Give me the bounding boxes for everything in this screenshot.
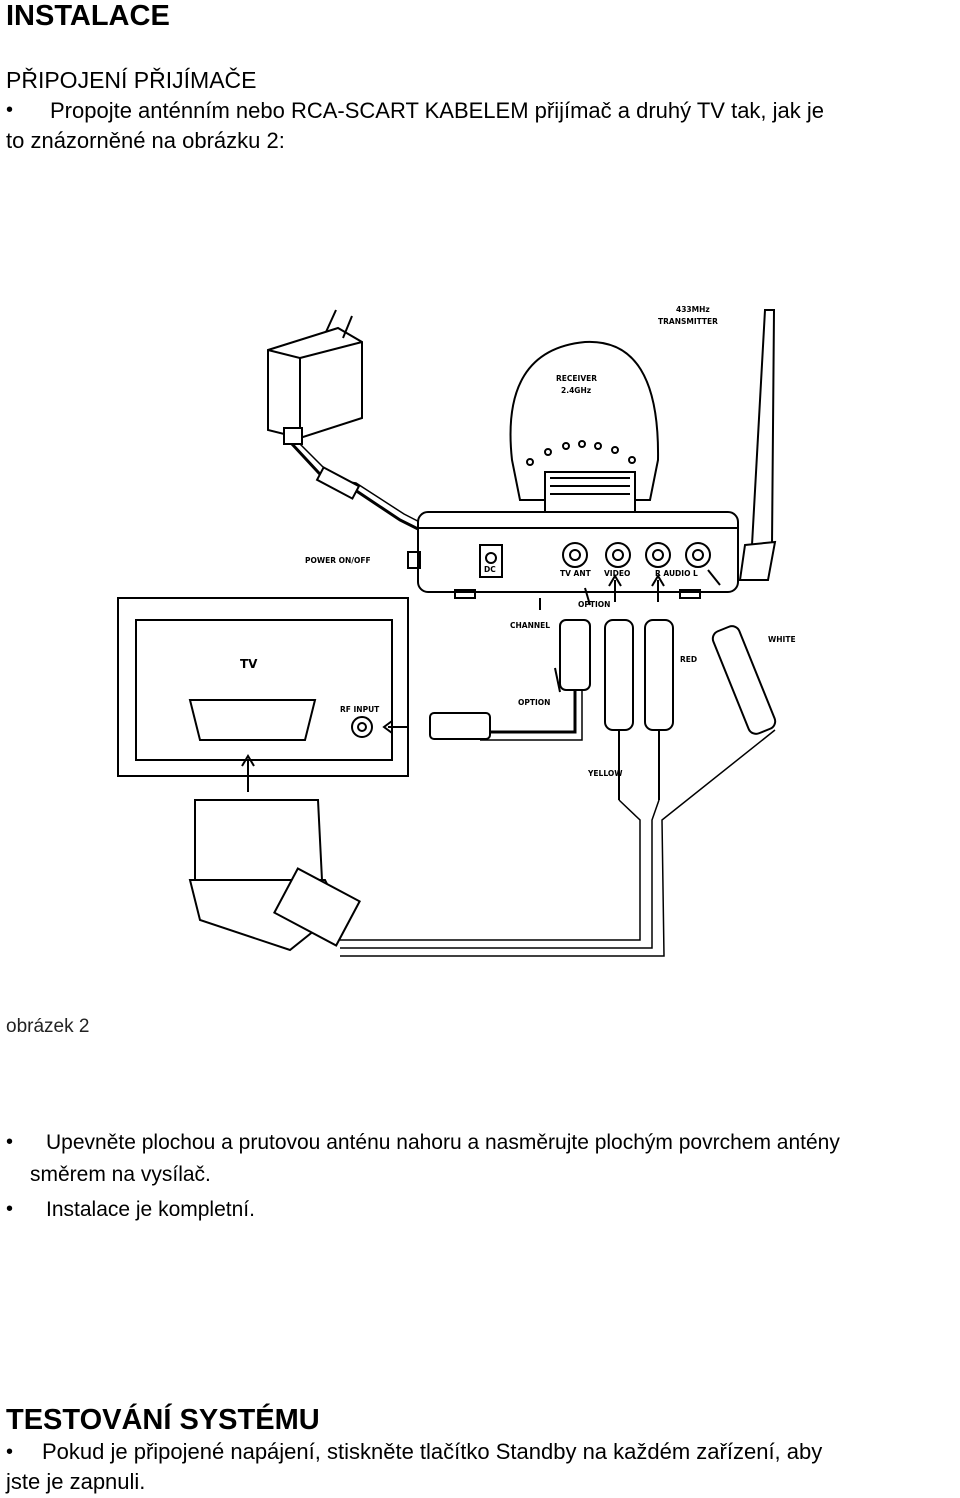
section-title-installation: INSTALACE: [6, 0, 170, 32]
red-label: RED: [680, 655, 697, 664]
rf-input-label: RF INPUT: [340, 705, 380, 714]
testing-bullet-line2: jste je zapnuli.: [6, 1469, 146, 1494]
white-label: WHITE: [768, 635, 796, 644]
tv-ant-label: TV ANT: [560, 569, 592, 578]
section-title-testing: TESTOVÁNÍ SYSTÉMU: [6, 1404, 320, 1436]
bullet3-text: Instalace je kompletní.: [46, 1198, 255, 1221]
receiver-dome-label: RECEIVER 2.4GHz: [556, 374, 597, 395]
bullet-glyph: •: [6, 99, 14, 121]
option-top-label: OPTION: [578, 600, 610, 609]
bullet-glyph: •: [6, 1131, 14, 1153]
rca-plugs: [604, 619, 777, 800]
figure-caption: obrázek 2: [6, 1016, 90, 1037]
svg-text:RECEIVER: RECEIVER: [556, 374, 597, 383]
testing-bullet-line1: Pokud je připojené napájení, stiskněte t…: [42, 1439, 823, 1464]
dc-label: DC: [484, 565, 496, 574]
bullet-glyph: •: [6, 1198, 14, 1220]
transmitter-label-line1: 433MHz: [676, 305, 710, 314]
video-label: VIDEO: [604, 569, 630, 578]
channel-label: CHANNEL: [510, 621, 550, 630]
power-adapter: [267, 309, 475, 557]
transmitter-antenna: [738, 309, 777, 581]
audio-label: R AUDIO L: [655, 569, 698, 578]
bullet1-line1: Propojte anténním nebo RCA-SCART KABELEM…: [50, 98, 825, 123]
tv-box: [117, 597, 409, 777]
bullet2-line1: Upevněte plochou a prutovou anténu nahor…: [46, 1131, 840, 1154]
cable-bundle: [340, 729, 776, 957]
rf-cable: [429, 619, 591, 741]
bullet2-line2: směrem na vysílač.: [30, 1163, 211, 1186]
tv-label: TV: [240, 657, 258, 671]
svg-text:2.4GHz: 2.4GHz: [561, 386, 591, 395]
connection-arrows: [241, 569, 721, 792]
bullet-glyph: •: [6, 1441, 14, 1463]
scart-plug: [188, 799, 361, 952]
receiver-base: [407, 511, 739, 599]
option-label: OPTION: [518, 698, 550, 707]
yellow-label: YELLOW: [587, 769, 623, 778]
bullet1-line2: to znázorněné na obrázku 2:: [6, 128, 285, 153]
receiver-dome: [509, 340, 660, 523]
power-label: POWER ON/OFF: [305, 556, 371, 565]
section-subtitle-receiver-connection: PŘIPOJENÍ PŘIJÍMAČE: [6, 67, 257, 93]
transmitter-label-line2: TRANSMITTER: [658, 317, 718, 326]
connection-diagram: RECEIVER 2.4GHz 433MHz TRANSMITTER POWER…: [117, 305, 796, 957]
